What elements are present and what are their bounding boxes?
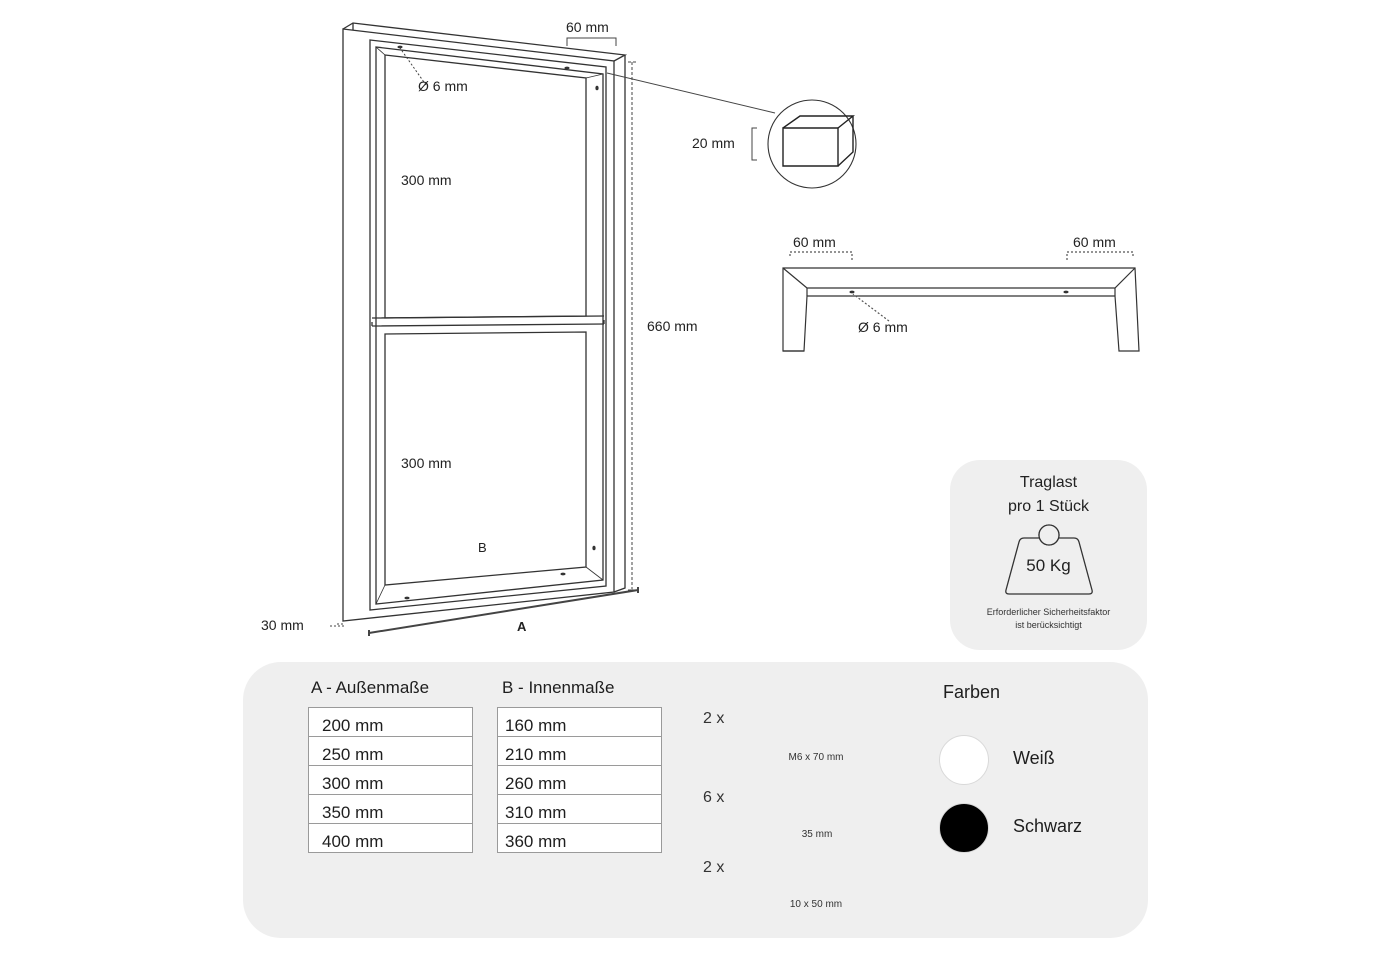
bolt-quantity: 2 x bbox=[703, 710, 725, 727]
load-note-line1: Erforderlicher Sicherheitsfaktor bbox=[986, 607, 1111, 617]
outer-size-cell: 300 mm bbox=[308, 765, 473, 795]
colors-header: Farben bbox=[943, 682, 1001, 702]
table-row: 210 mm bbox=[497, 736, 662, 766]
outer-dimensions-table: 200 mm 250 mm 300 mm 350 mm 400 mm bbox=[308, 707, 473, 853]
screw-quantity: 6 x bbox=[703, 789, 725, 806]
inner-size-cell: 310 mm bbox=[497, 794, 662, 824]
color-label-white: Weiß bbox=[1013, 748, 1055, 768]
dim-side-hole: Ø 6 mm bbox=[858, 319, 908, 335]
bolt-size-label: M6 x 70 mm bbox=[788, 752, 844, 763]
outer-size-cell: 200 mm bbox=[308, 707, 473, 737]
load-weight-value: 50 Kg bbox=[1026, 556, 1071, 575]
table-row: 250 mm bbox=[308, 736, 473, 766]
inner-dimensions-table: 160 mm 210 mm 260 mm 310 mm 360 mm bbox=[497, 707, 662, 853]
outer-size-cell: 400 mm bbox=[308, 823, 473, 853]
table-row: 300 mm bbox=[308, 765, 473, 795]
frame-drawing bbox=[342, 22, 628, 622]
weight-icon bbox=[1005, 524, 1093, 595]
load-title-line1: Traglast bbox=[1019, 474, 1078, 491]
table-row: 400 mm bbox=[308, 823, 473, 853]
screw-size-label: 35 mm bbox=[801, 829, 833, 840]
load-note-line2: ist berücksichtigt bbox=[1015, 620, 1082, 630]
dim-lower-opening: 300 mm bbox=[401, 455, 452, 471]
dim-depth: 30 mm bbox=[261, 617, 304, 633]
table-row: 260 mm bbox=[497, 765, 662, 795]
profile-detail bbox=[606, 72, 857, 189]
dim-side-right: 60 mm bbox=[1073, 234, 1116, 250]
inner-size-cell: 260 mm bbox=[497, 765, 662, 795]
dim-hole-diameter: Ø 6 mm bbox=[418, 78, 468, 94]
dimension-labels: 60 mm Ø 6 mm 300 mm 300 mm 660 mm 30 mm … bbox=[261, 19, 1116, 634]
load-capacity-card: Traglast pro 1 Stück 50 Kg Erforderliche… bbox=[950, 460, 1147, 650]
marker-outer: A bbox=[517, 619, 527, 634]
table-row: 310 mm bbox=[497, 794, 662, 824]
dim-upper-opening: 300 mm bbox=[401, 172, 452, 188]
marker-inner: B bbox=[478, 540, 487, 555]
side-drawing bbox=[782, 251, 1140, 352]
color-swatch-black[interactable] bbox=[939, 803, 989, 853]
outer-size-cell: 350 mm bbox=[308, 794, 473, 824]
color-swatch-white[interactable] bbox=[939, 735, 989, 785]
dim-top-width: 60 mm bbox=[566, 19, 609, 35]
table-row: 160 mm bbox=[497, 707, 662, 737]
inner-dimensions-header: B - Innenmaße bbox=[502, 678, 615, 697]
table-row: 350 mm bbox=[308, 794, 473, 824]
dim-profile-height: 20 mm bbox=[692, 135, 735, 151]
plug-size-label: 10 x 50 mm bbox=[789, 899, 843, 910]
color-label-black: Schwarz bbox=[1013, 816, 1083, 836]
dim-side-left: 60 mm bbox=[793, 234, 836, 250]
table-row: 200 mm bbox=[308, 707, 473, 737]
load-title-line2: pro 1 Stück bbox=[1008, 498, 1089, 515]
inner-size-cell: 210 mm bbox=[497, 736, 662, 766]
outer-dimensions-header: A - Außenmaße bbox=[311, 678, 430, 697]
dim-total-height: 660 mm bbox=[647, 318, 698, 334]
table-row: 360 mm bbox=[497, 823, 662, 853]
inner-size-cell: 360 mm bbox=[497, 823, 662, 853]
frame-dimensions bbox=[330, 37, 639, 636]
plug-quantity: 2 x bbox=[703, 859, 725, 876]
inner-size-cell: 160 mm bbox=[497, 707, 662, 737]
outer-size-cell: 250 mm bbox=[308, 736, 473, 766]
